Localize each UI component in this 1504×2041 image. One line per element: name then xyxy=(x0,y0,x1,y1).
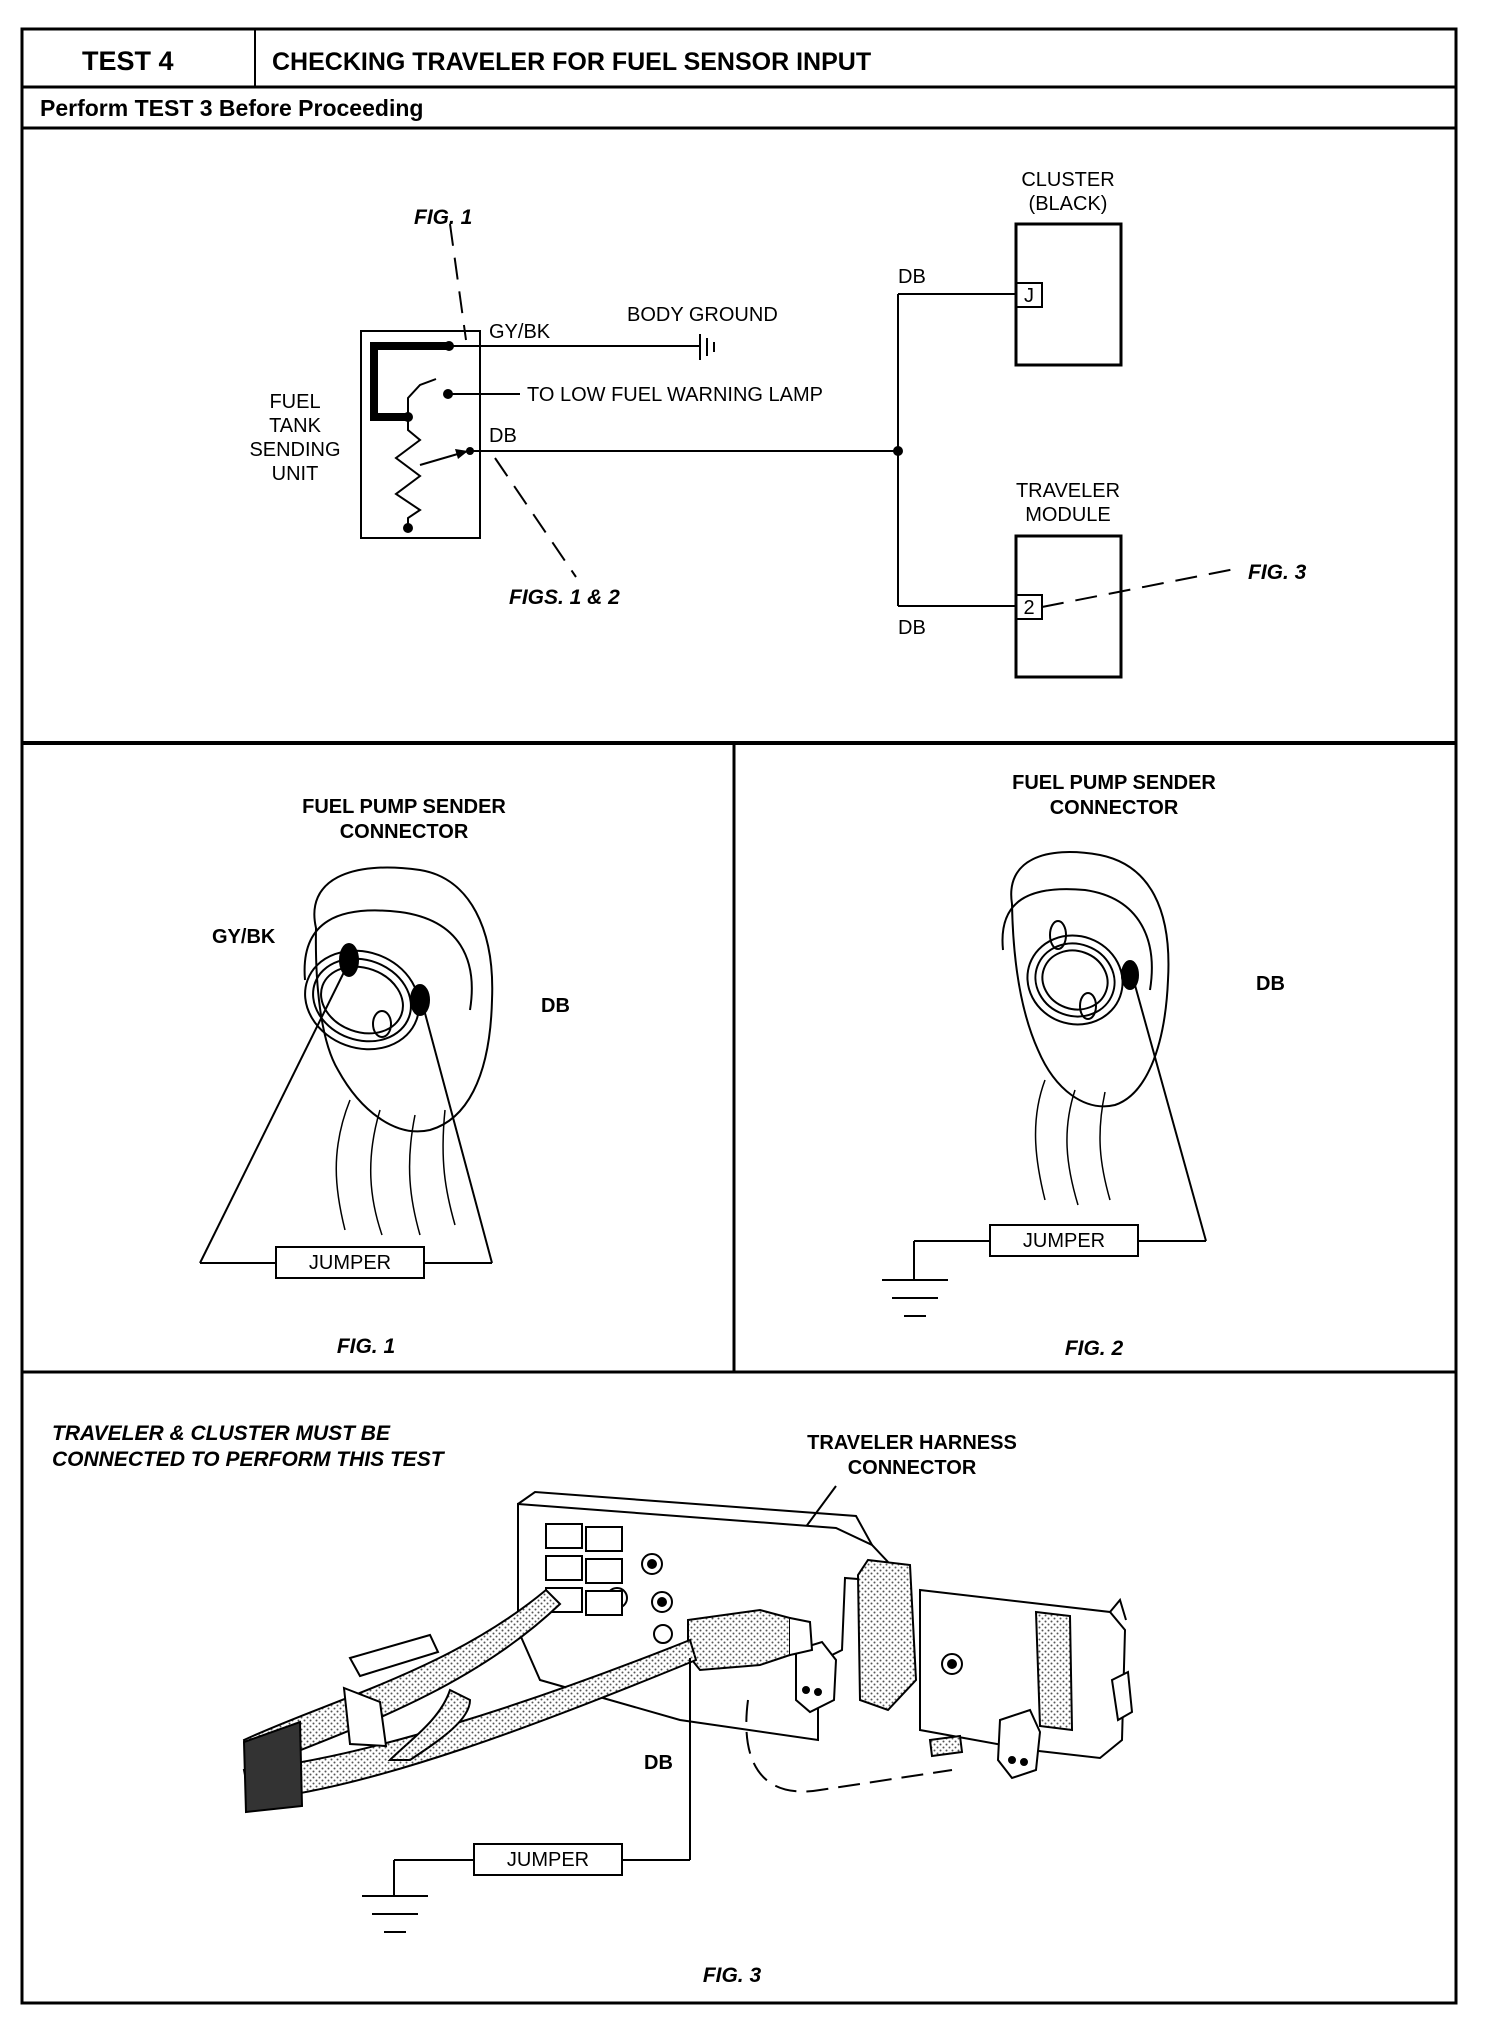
fig3-note-2: CONNECTED TO PERFORM THIS TEST xyxy=(52,1448,446,1471)
cluster-label-2: (BLACK) xyxy=(1029,193,1108,215)
fig2-title-1: FUEL PUMP SENDER xyxy=(1012,772,1216,794)
wire-db-cluster-label: DB xyxy=(898,266,926,288)
fig1-title-2: CONNECTOR xyxy=(340,821,469,843)
fig1-title-1: FUEL PUMP SENDER xyxy=(302,796,506,818)
fig3-jumper-box xyxy=(473,1843,623,1876)
traveler-pin-label: 2 xyxy=(1023,597,1034,619)
fig1-caption: FIG. 1 xyxy=(337,1335,395,1358)
fig2-panel: FUEL PUMP SENDER CONNECTOR DB JUMPE xyxy=(882,772,1285,1360)
wire-gybk-label: GY/BK xyxy=(489,321,551,343)
low-fuel-switch xyxy=(407,378,437,417)
fig3-harness-label-1: TRAVELER HARNESS xyxy=(807,1432,1017,1454)
wiring-harness-drawing xyxy=(242,1588,698,1814)
sending-unit-label-4: UNIT xyxy=(272,463,319,485)
cluster-pin-box xyxy=(1015,282,1043,308)
fig2-connector xyxy=(1001,851,1170,1206)
figs12-reference: FIGS. 1 & 2 xyxy=(509,586,620,609)
fig3-reference: FIG. 3 xyxy=(1248,561,1307,584)
fig1-wire-db: DB xyxy=(541,995,570,1017)
body-ground-symbol xyxy=(699,334,715,360)
sending-unit-label-1: FUEL xyxy=(269,391,320,413)
cluster-pin-label: J xyxy=(1024,285,1034,307)
fig1-jumper-label: JUMPER xyxy=(309,1252,391,1274)
fig1-wire-gybk: GY/BK xyxy=(212,926,276,948)
wiring-schematic: FUEL TANK SENDING UNIT GY/BK BODY GROUND… xyxy=(249,169,1307,679)
traveler-label-2: MODULE xyxy=(1025,504,1111,526)
fig3-note-1: TRAVELER & CLUSTER MUST BE xyxy=(52,1422,391,1445)
fig1-jumper-box xyxy=(275,1246,425,1279)
fig3-caption: FIG. 3 xyxy=(703,1964,762,1987)
sending-unit-label-3: SENDING xyxy=(249,439,340,461)
fig2-title-2: CONNECTOR xyxy=(1050,797,1179,819)
fig1-connector xyxy=(303,866,494,1236)
instrument-cluster-drawing xyxy=(517,1490,1134,1793)
fig3-wire-db: DB xyxy=(644,1752,673,1774)
traveler-label-1: TRAVELER xyxy=(1016,480,1120,502)
sending-unit-box xyxy=(360,330,481,539)
wire-db-label: DB xyxy=(489,425,517,447)
fig3-panel: TRAVELER & CLUSTER MUST BE CONNECTED TO … xyxy=(52,1422,1134,1987)
fig2-jumper-box xyxy=(989,1224,1139,1257)
wire-db-traveler-label: DB xyxy=(898,617,926,639)
test-prerequisite: Perform TEST 3 Before Proceeding xyxy=(40,95,423,121)
fig3-jumper-label: JUMPER xyxy=(507,1849,589,1871)
low-fuel-lamp-label: TO LOW FUEL WARNING LAMP xyxy=(527,384,823,406)
fig1-reference: FIG. 1 xyxy=(414,206,472,229)
fig3-harness-label-2: CONNECTOR xyxy=(848,1457,977,1479)
sending-unit-label-2: TANK xyxy=(269,415,322,437)
test-number: TEST 4 xyxy=(82,46,174,76)
sender-bus xyxy=(370,342,449,421)
body-ground-label: BODY GROUND xyxy=(627,304,778,326)
fig2-jumper-label: JUMPER xyxy=(1023,1230,1105,1252)
variable-resistor xyxy=(394,417,422,528)
fig2-wire-db: DB xyxy=(1256,973,1285,995)
cluster-label-1: CLUSTER xyxy=(1021,169,1114,191)
fig1-panel: FUEL PUMP SENDER CONNECTOR GY/BK DB JUMP… xyxy=(199,796,570,1358)
test-title: CHECKING TRAVELER FOR FUEL SENSOR INPUT xyxy=(272,48,871,76)
page-frame xyxy=(20,27,1458,2005)
fig2-caption: FIG. 2 xyxy=(1065,1337,1124,1360)
